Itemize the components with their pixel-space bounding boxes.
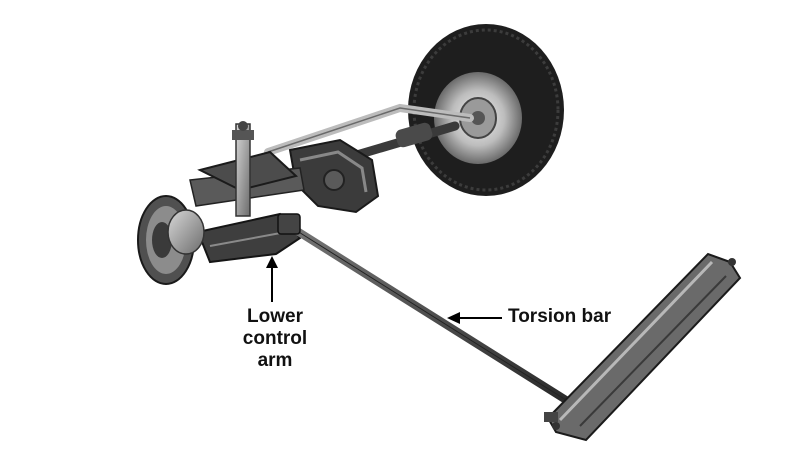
lower-control-arm xyxy=(196,212,302,264)
torsion-bar-crossmember xyxy=(544,252,742,442)
differential xyxy=(288,138,380,214)
brake-caliper xyxy=(167,209,205,255)
lower-control-arm-label: Lower control arm xyxy=(214,306,336,372)
lower-control-arm-label-line2: arm xyxy=(257,350,293,371)
shock-absorber xyxy=(232,121,254,217)
tire xyxy=(408,24,564,196)
torsion-bar-label: Torsion bar xyxy=(508,306,612,327)
lower-control-arm-label-line1: Lower control xyxy=(242,306,308,349)
lower-control-arm-arrow xyxy=(266,256,278,302)
brake-rotor xyxy=(137,195,205,285)
torsion-bar-arrow xyxy=(447,312,502,324)
steering-linkage xyxy=(264,103,474,156)
torsion-bar xyxy=(277,213,570,404)
